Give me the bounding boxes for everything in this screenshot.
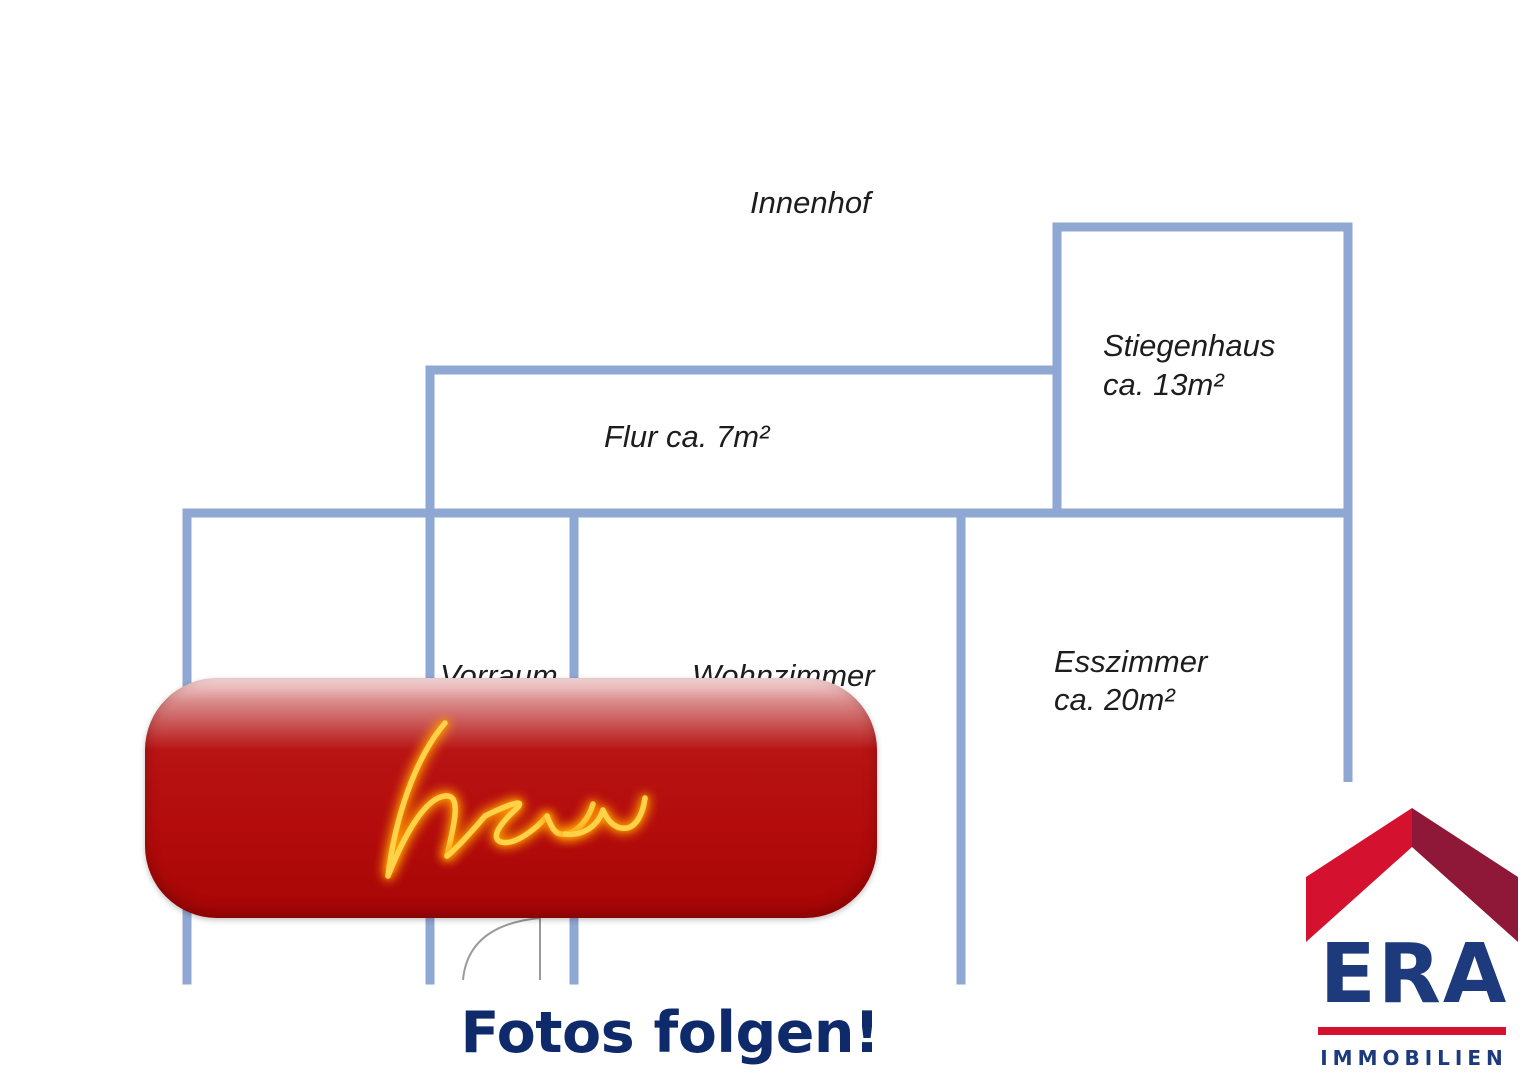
label-stiegenhaus-name: Stiegenhaus	[1103, 328, 1275, 363]
new-badge	[145, 678, 877, 918]
caption-photos-coming: Fotos folgen!	[460, 1000, 881, 1066]
label-stiegenhaus-area: ca. 13m²	[1103, 367, 1225, 402]
neu-script	[385, 720, 648, 879]
door-swing	[462, 916, 541, 981]
logo-subtitle: IMMOBILIEN	[1320, 1046, 1508, 1070]
label-esszimmer-area: ca. 20m²	[1054, 682, 1176, 717]
roof-icon	[1306, 808, 1518, 1035]
era-logo: ERA IMMOBILIEN	[1290, 782, 1536, 1089]
label-flur: Flur ca. 7m²	[604, 419, 771, 454]
label-innenhof: Innenhof	[750, 185, 874, 220]
label-esszimmer-name: Esszimmer	[1054, 644, 1209, 679]
logo-name: ERA	[1319, 927, 1509, 1022]
